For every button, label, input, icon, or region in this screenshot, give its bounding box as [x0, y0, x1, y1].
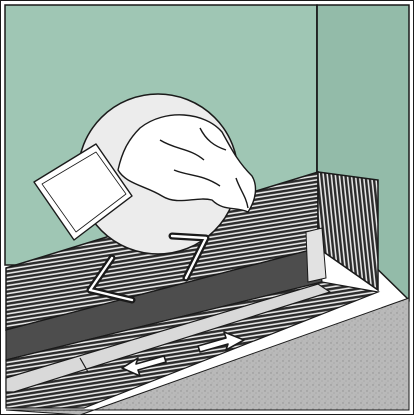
- plinth-slot: [306, 228, 326, 282]
